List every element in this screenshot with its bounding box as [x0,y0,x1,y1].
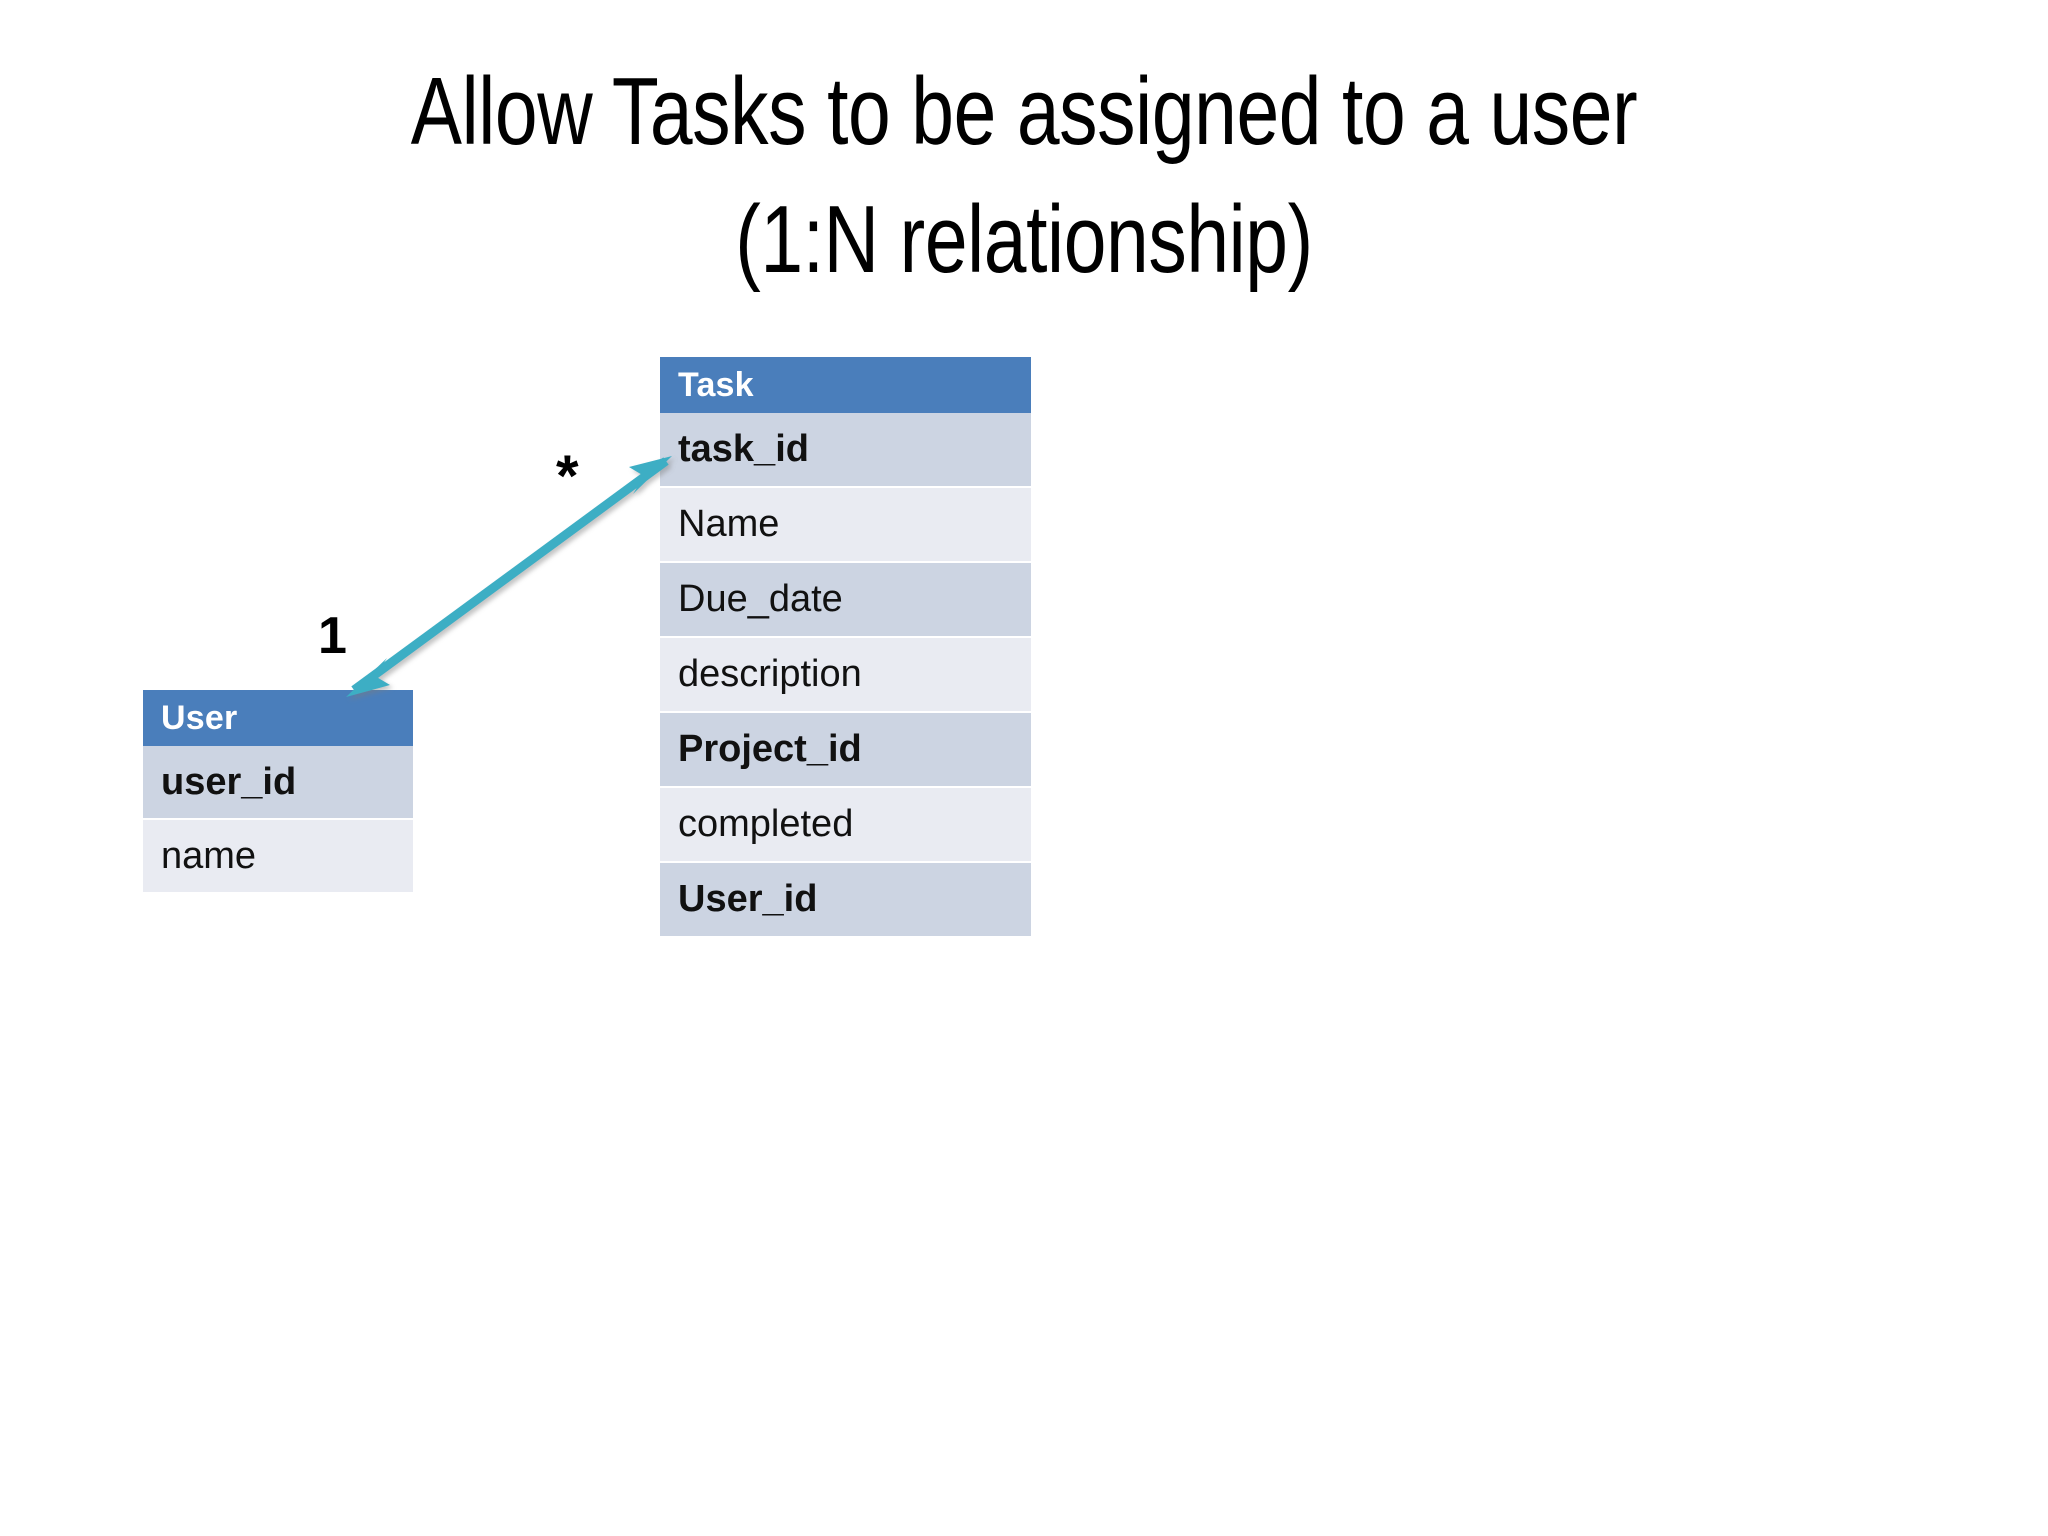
table-row[interactable]: completed [660,788,1031,863]
table-row[interactable]: Project_id [660,713,1031,788]
attribute-label: Due_date [678,578,843,620]
page-title: Allow Tasks to be assigned to a user (1:… [205,48,1843,303]
table-row[interactable]: Due_date [660,563,1031,638]
title-line-1: Allow Tasks to be assigned to a user [410,58,1638,165]
table-row[interactable]: name [143,820,413,894]
table-row[interactable]: Name [660,488,1031,563]
cardinality-label-one: 1 [318,607,347,665]
attribute-label: task_id [678,428,809,470]
attribute-label: completed [678,803,854,845]
relationship-arrow-icon [346,456,672,697]
entity-title-user: User [161,698,238,737]
entity-table-user[interactable]: User user_id name [143,690,413,894]
attribute-label: user_id [161,760,297,803]
table-row[interactable]: task_id [660,413,1031,488]
table-row[interactable]: description [660,638,1031,713]
entity-title-task: Task [678,365,754,404]
attribute-label: Name [678,503,780,545]
attribute-label: User_id [678,878,818,920]
title-line-2: (1:N relationship) [735,185,1313,293]
table-row[interactable]: User_id [660,863,1031,938]
table-row[interactable]: user_id [143,746,413,820]
entity-table-task[interactable]: Task task_id Name Due_date description P… [660,357,1031,938]
attribute-label: description [678,653,862,695]
entity-header-user: User [143,690,413,746]
entity-header-task: Task [660,357,1031,413]
attribute-label: Project_id [678,728,862,770]
attribute-label: name [161,834,257,877]
cardinality-label-many: * [556,444,579,509]
